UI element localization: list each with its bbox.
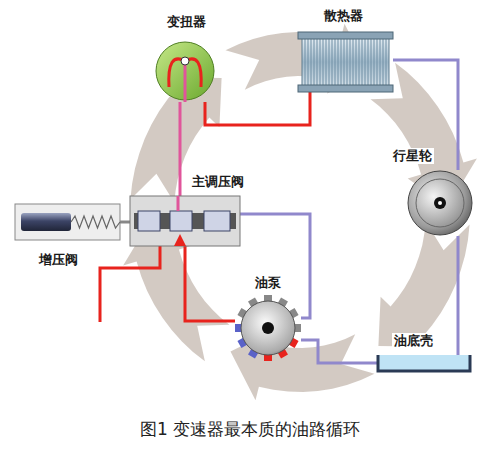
radiator-fin — [362, 39, 363, 85]
part-node: 变扭器 — [155, 40, 215, 102]
flow-arrow — [378, 222, 469, 347]
radiator-fin — [374, 39, 375, 85]
part-label: 油泵 — [253, 275, 283, 291]
radiator-fin — [377, 39, 378, 85]
part-node: 油底壳 — [378, 355, 470, 371]
part-node: 散热器 — [298, 32, 393, 92]
part-node: 主调压阀 — [130, 196, 240, 246]
boost-spring — [71, 216, 120, 228]
part-label: 油底壳 — [392, 333, 435, 349]
radiator-fin — [368, 39, 369, 85]
part-label: 变扭器 — [165, 14, 208, 30]
radiator-tank — [298, 85, 393, 92]
part-label: 增压阀 — [37, 252, 80, 268]
radiator-fin — [317, 39, 318, 85]
boost-shape — [15, 200, 120, 244]
boost-housing — [15, 204, 120, 240]
pump-shape — [235, 295, 301, 361]
radiator-fin — [335, 39, 336, 85]
radiator-fin — [308, 39, 309, 85]
conv-shape — [155, 40, 215, 102]
valve-land — [138, 211, 160, 231]
valve-port — [177, 196, 180, 211]
radiator-fin — [305, 39, 306, 85]
oil-line — [205, 92, 310, 125]
radiator-fin — [338, 39, 339, 85]
boost-spool — [21, 213, 71, 231]
planet-body — [408, 171, 472, 235]
valve-land — [170, 211, 192, 231]
pan-oil — [378, 355, 470, 371]
pump-body — [241, 301, 295, 355]
planet-hub — [434, 197, 446, 209]
converter-flow — [184, 61, 187, 102]
radiator-fin — [314, 39, 315, 85]
planet-pin — [438, 201, 442, 205]
part-node: 增压阀 — [15, 200, 120, 244]
part-label: 行星轮 — [391, 148, 434, 164]
oil-line — [185, 246, 235, 321]
pump-hub — [262, 322, 274, 334]
oil-line — [179, 102, 182, 196]
radiator-fin — [344, 39, 345, 85]
rad-shape — [298, 32, 393, 92]
reg-shape — [130, 196, 240, 246]
radiator-tank — [298, 32, 393, 39]
pan-wall — [378, 355, 470, 371]
planet-ring — [416, 179, 464, 227]
part-node: 行星轮 — [407, 170, 473, 236]
radiator-core — [302, 38, 389, 86]
radiator-fin — [326, 39, 327, 85]
pan-shape — [378, 355, 470, 371]
radiator-fin — [356, 39, 357, 85]
planet-shape — [407, 170, 473, 236]
radiator-fin — [350, 39, 351, 85]
part-node: 油泵 — [235, 295, 301, 361]
radiator-fin — [332, 39, 333, 85]
oil-line — [100, 246, 160, 322]
radiator-fin — [320, 39, 321, 85]
radiator-fin — [329, 39, 330, 85]
oil-line — [457, 236, 460, 355]
flow-arrows — [123, 24, 477, 400]
radiator-fin — [311, 39, 312, 85]
valve-housing — [130, 196, 240, 246]
radiator-fin — [386, 39, 387, 85]
radiator-fin — [347, 39, 348, 85]
radiator-fin — [323, 39, 324, 85]
oil-line — [301, 340, 378, 363]
radiator-fin — [371, 39, 372, 85]
part-label: 主调压阀 — [190, 174, 246, 190]
valve-port — [174, 234, 186, 246]
converter-hub — [181, 57, 189, 65]
figure-caption: 图1 变速器最本质的油路循环 — [0, 418, 500, 440]
radiator-fin — [359, 39, 360, 85]
radiator-fin — [341, 39, 342, 85]
radiator-fin — [365, 39, 366, 85]
valve-land — [204, 211, 230, 231]
radiator-fin — [380, 39, 381, 85]
radiator-fin — [353, 39, 354, 85]
part-label: 散热器 — [322, 8, 365, 24]
radiator-fin — [383, 39, 384, 85]
oil-line — [120, 221, 130, 224]
